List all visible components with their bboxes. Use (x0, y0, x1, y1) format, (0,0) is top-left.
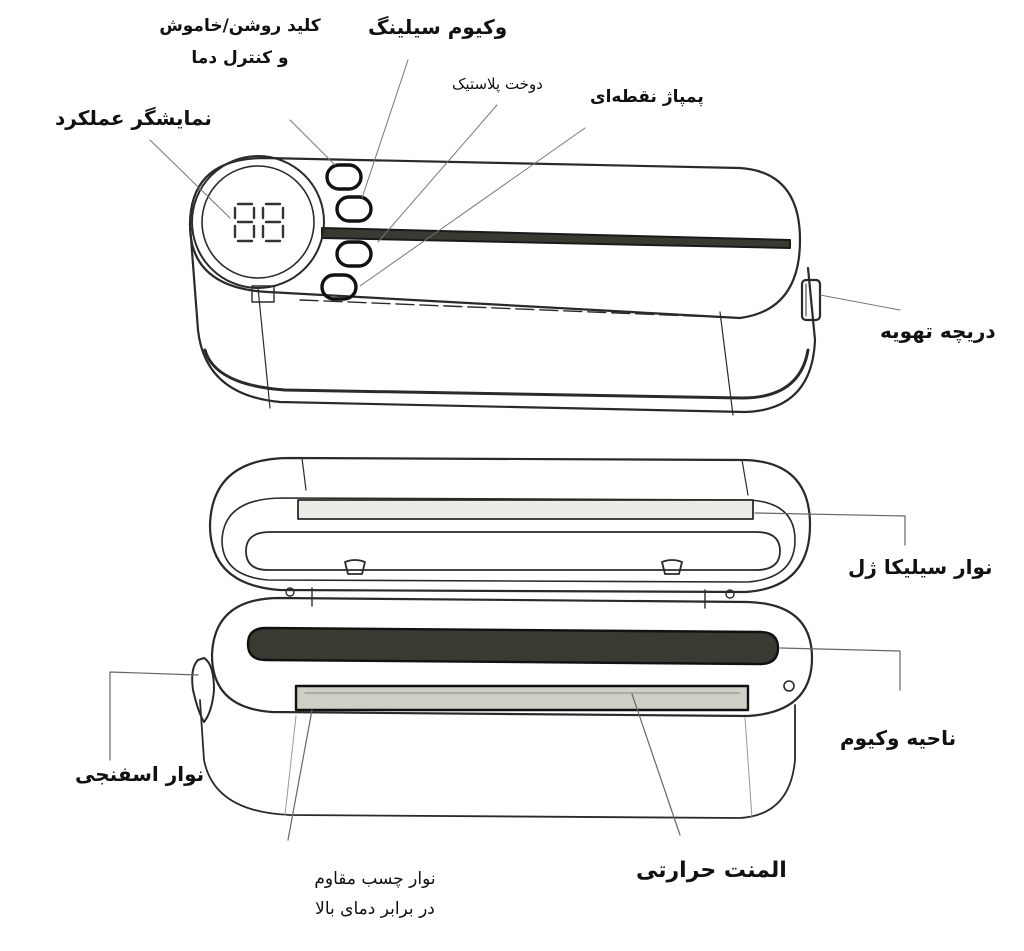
open-device (191, 456, 814, 819)
label-heating-element: المنت حرارتی (636, 858, 787, 883)
vacuum-seal-button[interactable] (335, 195, 373, 223)
label-display: نمایشگر عملکرد (55, 106, 212, 130)
base-rim (210, 596, 814, 718)
display-digits (233, 202, 285, 243)
label-power-temp: کلید روشن/خاموش و کنترل دما (150, 16, 330, 68)
heating-element (294, 684, 750, 712)
leader-lines-open (109, 512, 906, 841)
base-body (199, 699, 796, 819)
seal-bar (321, 227, 791, 249)
label-vacuum-zone: ناحیه وکیوم (840, 726, 957, 750)
power-temp-button[interactable] (325, 163, 363, 191)
label-heat-tape-line2: در برابر دمای بالا (315, 898, 435, 919)
label-plastic-seal: دوخت پلاستیک (452, 75, 543, 93)
vacuum-chamber (246, 626, 780, 666)
open-lid-outline (208, 456, 812, 594)
closed-device (188, 155, 822, 416)
label-pulse-pump: پمپاژ نقطه‌ای (590, 87, 704, 107)
pulse-button[interactable] (320, 273, 358, 301)
lid-outline (188, 156, 802, 320)
label-power-temp-line2: و کنترل دما (191, 47, 289, 68)
silica-gel-strip (297, 499, 754, 520)
display-ring-outer (191, 155, 325, 289)
label-power-temp-line1: کلید روشن/خاموش (159, 16, 321, 36)
label-vacuum-sealing: وکیوم سیلینگ (368, 15, 508, 39)
vent-knob[interactable] (800, 278, 822, 322)
label-heat-tape-line1: نوار چسب مقاوم (314, 869, 436, 889)
label-vent: دریچه تهویه (880, 319, 996, 343)
label-heat-tape: نوار چسب مقاوم در برابر دمای بالا (300, 869, 450, 919)
leader-lines-top (149, 59, 901, 311)
label-sponge-strip: نوار اسفنجی (75, 762, 205, 786)
display-ring-inner (201, 165, 315, 279)
seal-button[interactable] (335, 240, 373, 268)
release-latch[interactable] (191, 657, 215, 723)
body-outline (188, 223, 817, 414)
label-silica-gel-strip: نوار سیلیکا ژل (848, 555, 993, 579)
